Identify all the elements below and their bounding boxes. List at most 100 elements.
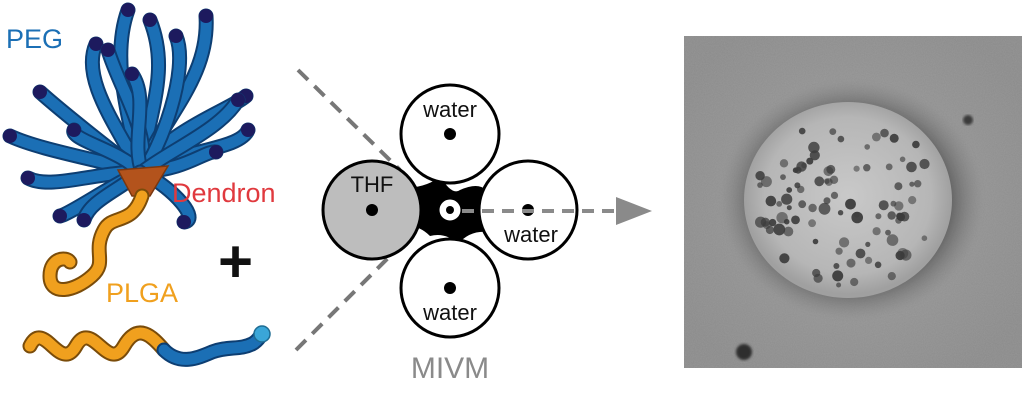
- inclusion-dot: [812, 238, 819, 245]
- inclusion-dot: [912, 140, 920, 149]
- peg-chain-end: [101, 43, 115, 57]
- nanoparticle-inclusions: [755, 127, 930, 288]
- inclusion-dot: [808, 219, 816, 228]
- inclusion-dot: [798, 127, 806, 135]
- inclusion-dot: [886, 234, 899, 246]
- inclusion-dot: [786, 187, 793, 193]
- inclusion-dot: [837, 135, 845, 143]
- peg-chain-end: [209, 145, 223, 159]
- inclusion-dot: [797, 185, 805, 194]
- inclusion-dot: [783, 226, 794, 237]
- inclusion-dot: [762, 221, 771, 230]
- inclusion-dot: [776, 212, 788, 224]
- inclusion-dot: [885, 163, 893, 171]
- label-thf: THF: [351, 172, 394, 197]
- inclusion-dot: [865, 256, 873, 264]
- inclusion-dot: [872, 227, 881, 236]
- inclusion-dot: [806, 157, 814, 165]
- peg-chain-end: [241, 123, 255, 137]
- inclusion-dot: [830, 191, 839, 199]
- inclusion-dot: [779, 253, 790, 264]
- inclusion-dot: [773, 223, 786, 236]
- inclusion-dot: [818, 202, 831, 215]
- nanoparticle-tem-image: [684, 36, 1022, 368]
- inclusion-dot: [850, 277, 859, 287]
- peg-chain-end: [143, 13, 157, 27]
- label-water-right: water: [503, 222, 558, 247]
- peg-chain-end: [21, 171, 35, 185]
- peg-chain-end: [77, 213, 91, 227]
- peg-dendron-molecule: [2, 2, 256, 297]
- inclusion-dot: [853, 211, 860, 218]
- inclusion-dot: [798, 200, 807, 209]
- mivm-label: MIVM: [411, 352, 489, 385]
- inclusion-dot: [835, 247, 843, 255]
- inclusion-dot: [833, 263, 840, 269]
- plga-peg-copolymer: [22, 325, 271, 367]
- inclusion-dot: [894, 182, 903, 191]
- inclusion-dot: [921, 235, 928, 241]
- peg-chain-end: [125, 67, 139, 81]
- inclusion-dot: [765, 195, 777, 207]
- inclusion-dot: [786, 205, 792, 211]
- plga-label: PLGA: [106, 278, 178, 308]
- inclusion-dot: [808, 141, 820, 154]
- peg-chain-end: [121, 3, 135, 17]
- inclusion-dot: [894, 201, 904, 211]
- inclusion-dot: [914, 180, 922, 188]
- inclusion-dot: [829, 128, 837, 136]
- dashed-right-arrow-icon: [462, 197, 652, 225]
- dendron-core: [116, 165, 170, 197]
- label-water-top: water: [422, 97, 477, 122]
- inclusion-dot: [808, 203, 817, 213]
- inclusion-dot: [801, 162, 807, 169]
- inclusion-dot: [760, 176, 772, 188]
- peg-chain-end: [231, 93, 245, 107]
- peg-chain-end: [67, 123, 81, 137]
- inclusion-dot: [814, 176, 825, 187]
- inclusion-dot: [896, 212, 904, 220]
- inclusion-dot: [889, 133, 899, 143]
- inclusion-dot: [872, 132, 881, 142]
- inclusion-dot: [780, 174, 786, 181]
- inclusion-dot: [875, 213, 882, 220]
- inclusion-dot: [865, 241, 871, 247]
- inclusion-dot: [823, 166, 834, 177]
- inclusion-dot: [880, 128, 889, 138]
- peg-chain-end: [53, 209, 67, 223]
- inclusion-dot: [837, 210, 844, 216]
- inclusion-dot: [832, 270, 844, 282]
- inclusion-dot: [755, 171, 765, 181]
- peg-chain-end: [89, 37, 103, 51]
- funnel-line-bottom: [294, 244, 402, 352]
- dendron-label: Dendron: [172, 178, 276, 208]
- peg-chain-end: [199, 9, 213, 23]
- inclusion-dot: [779, 159, 789, 168]
- inclusion-dot: [855, 248, 866, 259]
- inclusion-dot: [887, 272, 896, 281]
- inclusion-dot: [864, 144, 870, 150]
- inclusion-dot: [919, 158, 930, 170]
- label-water-bottom: water: [422, 300, 477, 325]
- inclusion-dot: [768, 218, 777, 227]
- inclusion-dot: [791, 215, 800, 225]
- inclusion-dot: [776, 201, 783, 207]
- mivm-mixer: water THF water water MIVM: [294, 68, 579, 385]
- peg-chain-end: [33, 85, 47, 99]
- plus-sign: +: [218, 228, 253, 295]
- inclusion-dot: [809, 150, 820, 161]
- inclusion-dot: [853, 165, 860, 172]
- inclusion-dot: [823, 197, 831, 205]
- inclusion-dot: [792, 167, 799, 173]
- inclusion-dot: [885, 229, 891, 236]
- inclusion-dot: [874, 261, 882, 269]
- peg-chain-end: [3, 129, 17, 143]
- inclusion-dot: [909, 181, 915, 187]
- inclusion-dot: [878, 200, 889, 211]
- inclusion-dot: [781, 193, 793, 205]
- inclusion-dot: [863, 164, 871, 172]
- inclusion-dot: [812, 268, 821, 278]
- inclusion-dot: [899, 156, 906, 163]
- funnel-line-top: [296, 68, 402, 172]
